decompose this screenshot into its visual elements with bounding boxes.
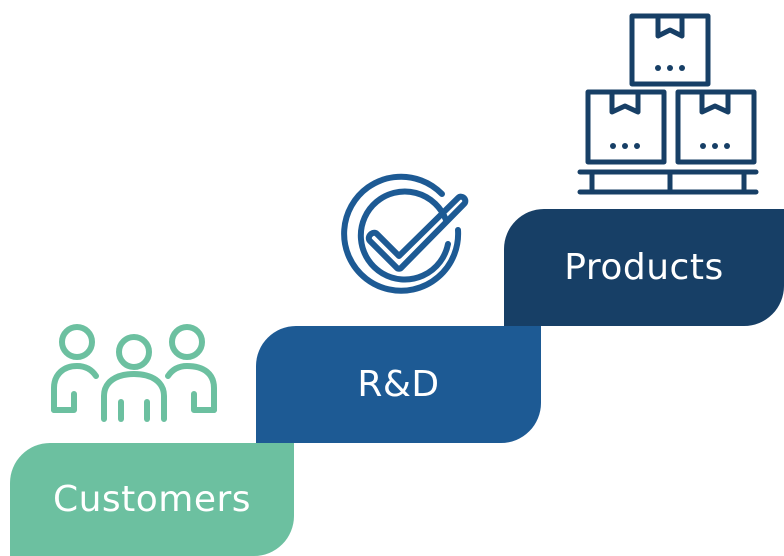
step-products-label: Products <box>564 247 724 288</box>
step-rd: R&D <box>256 326 541 443</box>
step-products: Products <box>504 209 784 326</box>
boxes-pallet-icon <box>576 10 760 198</box>
step-rd-label: R&D <box>357 364 440 405</box>
check-circle-icon <box>334 170 476 310</box>
step-customers-label: Customers <box>52 479 252 520</box>
people-icon <box>48 322 220 422</box>
step-customers: Customers <box>10 443 294 556</box>
